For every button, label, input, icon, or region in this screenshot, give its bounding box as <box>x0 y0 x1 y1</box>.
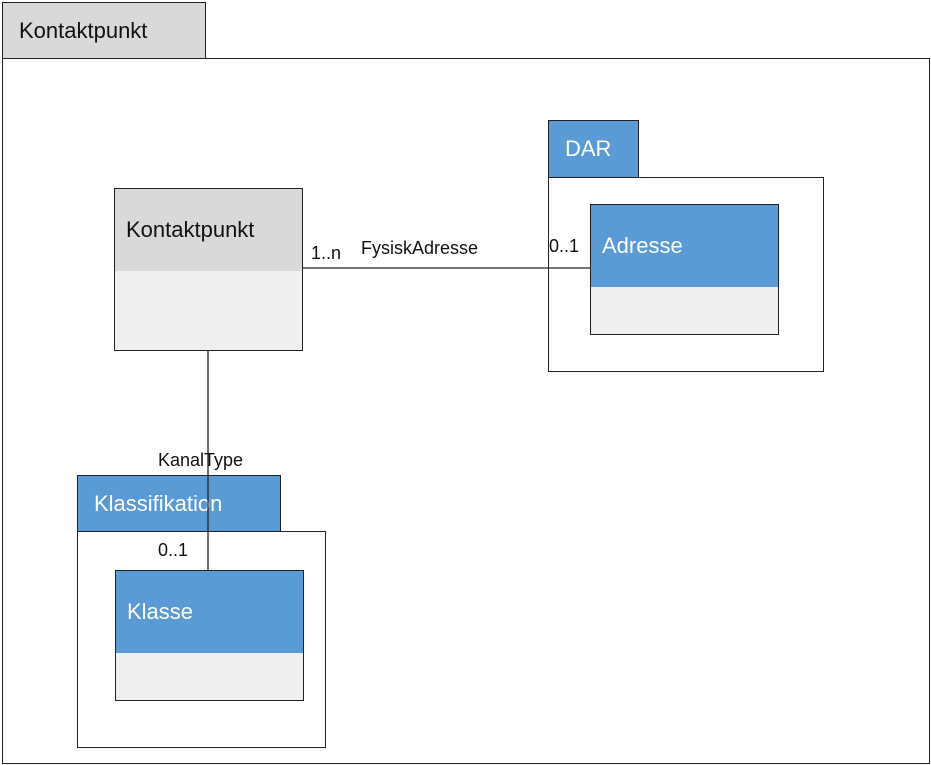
klasse-class-header: Klasse <box>115 570 304 654</box>
fysisk-adresse-label: FysiskAdresse <box>361 238 479 258</box>
outer-package-tab: Kontaktpunkt <box>2 2 206 59</box>
fysisk-adresse-target-multiplicity: 0..1 <box>549 236 580 256</box>
klasse-class-name: Klasse <box>127 599 194 624</box>
dar-package-tab: DAR <box>548 120 639 178</box>
dar-package-name: DAR <box>565 136 612 161</box>
klasse-class-body <box>115 653 304 701</box>
klassifikation-package-name: Klassifikation <box>94 490 223 516</box>
fysisk-adresse-source-multiplicity: 1..n <box>311 243 342 263</box>
kanal-type-target-multiplicity: 0..1 <box>158 540 189 560</box>
kanal-type-label: KanalType <box>158 450 244 470</box>
adresse-class-header: Adresse <box>590 204 779 288</box>
kontaktpunkt-class-body <box>114 271 303 351</box>
adresse-class-name: Adresse <box>602 233 683 258</box>
adresse-class-body <box>590 287 779 335</box>
klassifikation-package-tab: Klassifikation <box>77 475 281 532</box>
outer-package-name: Kontaktpunkt <box>19 17 148 43</box>
kontaktpunkt-class-name: Kontaktpunkt <box>126 217 255 242</box>
